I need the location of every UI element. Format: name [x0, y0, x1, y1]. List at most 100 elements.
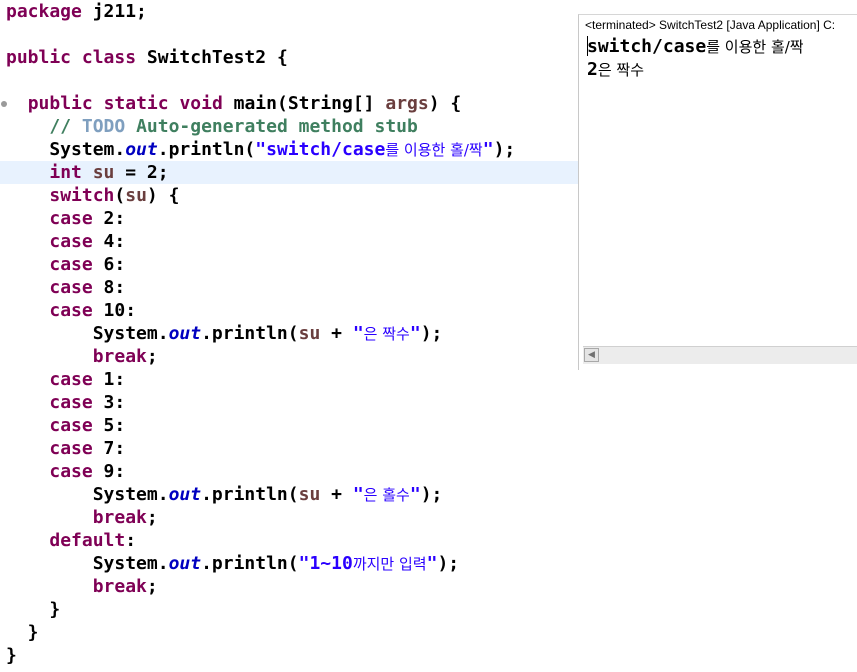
code-line[interactable]: package j211; [0, 0, 586, 23]
scroll-left-arrow-icon[interactable]: ◀ [584, 348, 599, 362]
code-token: 은 홀수 [363, 486, 410, 504]
code-token: package [6, 1, 82, 22]
code-line[interactable]: case 6: [0, 253, 586, 276]
code-token: void [179, 93, 223, 114]
code-token [6, 277, 49, 298]
code-token: + [320, 323, 353, 344]
code-token: SwitchTest2 { [136, 47, 288, 68]
code-line[interactable]: } [0, 621, 586, 644]
code-token: } [6, 599, 61, 620]
code-token [6, 576, 93, 597]
code-line[interactable]: public class SwitchTest2 { [0, 46, 586, 69]
code-token: ); [420, 323, 443, 344]
console-caret [587, 36, 588, 56]
code-line[interactable] [0, 23, 586, 46]
code-token: case [49, 369, 93, 390]
console-output-line: 2은 짝수 [587, 58, 644, 81]
code-token: args [385, 93, 429, 114]
code-token [6, 369, 49, 390]
code-token [6, 415, 49, 436]
code-token: j211; [81, 1, 147, 22]
code-token: 10: [92, 300, 137, 321]
code-line[interactable]: } [0, 598, 586, 621]
code-line[interactable]: default: [0, 529, 586, 552]
code-token: case [49, 461, 93, 482]
code-token: int [49, 162, 82, 183]
code-line[interactable]: case 10: [0, 299, 586, 322]
code-token [6, 461, 49, 482]
console-token: 를 이용한 홀/짝 [706, 38, 804, 56]
code-line[interactable]: case 7: [0, 437, 586, 460]
code-token: ; [146, 576, 158, 597]
console-view[interactable]: <terminated> SwitchTest2 [Java Applicati… [578, 14, 857, 370]
code-editor[interactable]: package j211;public class SwitchTest2 { … [0, 0, 586, 672]
code-token: 1: [92, 369, 126, 390]
code-token: ); [420, 484, 443, 505]
code-line[interactable]: case 5: [0, 414, 586, 437]
code-token: + [320, 484, 353, 505]
console-header: <terminated> SwitchTest2 [Java Applicati… [585, 18, 836, 32]
code-token [6, 231, 49, 252]
code-token: ( [114, 185, 126, 206]
code-line[interactable]: } [0, 644, 586, 667]
code-token [6, 438, 49, 459]
code-token: public [6, 47, 72, 68]
code-token: ) { [146, 185, 180, 206]
code-token: 7: [92, 438, 126, 459]
code-token [6, 116, 49, 137]
code-token: case [49, 254, 93, 275]
code-line[interactable]: case 3: [0, 391, 586, 414]
code-line[interactable]: break; [0, 575, 586, 598]
code-token [6, 208, 49, 229]
code-line[interactable]: // TODO Auto-generated method stub [0, 115, 586, 138]
code-token: case [49, 300, 93, 321]
code-token: su [298, 484, 321, 505]
code-token: break [92, 507, 147, 528]
console-token: switch/case [587, 36, 707, 57]
code-token: " [409, 323, 421, 344]
code-line[interactable]: break; [0, 345, 586, 368]
code-line[interactable]: System.out.println("1~10까지만 입력"); [0, 552, 586, 575]
code-line[interactable]: public static void main(String[] args) { [0, 92, 586, 115]
code-token: 3: [92, 392, 126, 413]
code-token: .println( [201, 484, 299, 505]
code-line[interactable]: switch(su) { [0, 184, 586, 207]
code-token: " [409, 484, 421, 505]
code-token [6, 346, 93, 367]
code-token: ) { [428, 93, 462, 114]
code-line[interactable]: System.out.println(su + "은 짝수"); [0, 322, 586, 345]
code-token: default [49, 530, 126, 551]
code-token [93, 93, 104, 114]
code-token [6, 162, 49, 183]
code-token: ; [146, 507, 158, 528]
code-token: 2: [92, 208, 126, 229]
code-token: "switch/case [255, 139, 386, 160]
code-token: " [482, 139, 494, 160]
code-token: case [49, 208, 93, 229]
code-token: // [49, 116, 82, 137]
code-token: 5: [92, 415, 126, 436]
code-token [6, 185, 49, 206]
code-token: out [168, 484, 202, 505]
code-line[interactable]: case 8: [0, 276, 586, 299]
code-line[interactable]: case 1: [0, 368, 586, 391]
code-line[interactable]: System.out.println("switch/case를 이용한 홀/짝… [0, 138, 586, 161]
console-output-line: switch/case를 이용한 홀/짝 [587, 35, 804, 58]
code-line[interactable]: case 4: [0, 230, 586, 253]
code-line[interactable] [0, 69, 586, 92]
code-token: .println( [201, 323, 299, 344]
fold-marker-icon[interactable] [1, 101, 7, 107]
console-token: 은 짝수 [597, 61, 645, 79]
code-token: : [125, 530, 137, 551]
code-line[interactable]: case 9: [0, 460, 586, 483]
code-line[interactable]: System.out.println(su + "은 홀수"); [0, 483, 586, 506]
horizontal-scrollbar[interactable]: ◀ [583, 346, 857, 364]
code-line[interactable]: int su = 2; [0, 161, 586, 184]
code-token: out [125, 139, 158, 160]
code-token: break [92, 576, 147, 597]
code-token: case [49, 415, 93, 436]
code-token: .println( [201, 553, 299, 574]
code-line[interactable]: break; [0, 506, 586, 529]
code-token: System. [6, 323, 169, 344]
code-line[interactable]: case 2: [0, 207, 586, 230]
